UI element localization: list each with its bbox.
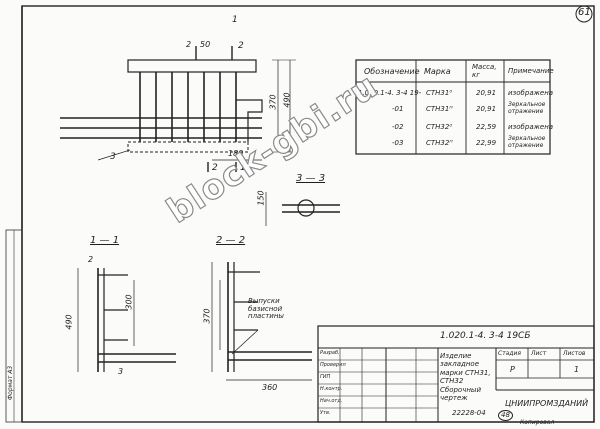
- section-2-2-label: 2 — 2: [216, 235, 246, 246]
- title-block-sheets-label: Листов: [563, 350, 586, 357]
- spec-row-3-mark: СТН32⁰: [426, 123, 453, 131]
- spec-row-4-designation: -03: [392, 139, 404, 147]
- callout-3-section1: 3: [118, 367, 124, 376]
- dim-370: 370: [268, 94, 278, 110]
- spec-row-1-mark: СТН31⁰: [426, 89, 453, 97]
- title-role-4: Н.контр.: [320, 386, 343, 392]
- title-role-5: Нач.отд.: [320, 398, 343, 404]
- spec-row-3-mass: 22,59: [476, 123, 497, 131]
- bottom-circle: 48: [498, 410, 513, 421]
- dim-490-section1: 490: [64, 314, 74, 330]
- title-role-2: Проверил: [320, 362, 346, 368]
- spec-header-mark: Марка: [424, 67, 451, 76]
- title-block-stage-label: Стадия: [498, 350, 522, 357]
- spec-row-1-note: изображена: [508, 89, 554, 97]
- spec-row-2-mark: СТН31ᴴ: [426, 105, 453, 113]
- weld-note: Выпуски базисной пластины: [248, 297, 284, 321]
- title-block-code: 1.020.1-4. 3-4 19СБ: [440, 331, 531, 341]
- dim-490: 490: [282, 92, 292, 108]
- title-role-1: Разраб.: [320, 350, 340, 356]
- dim-50: 50: [200, 40, 211, 49]
- callout-2-section1: 2: [88, 255, 94, 264]
- callout-1-top: 1: [232, 15, 238, 25]
- title-block-sheet-label: Лист: [531, 350, 547, 357]
- spec-row-1-mass: 20,91: [476, 89, 497, 97]
- title-block-grid: [317, 325, 595, 423]
- spec-row-3-designation: -02: [392, 123, 404, 131]
- title-block-description: Изделие закладное марки СТН31, СТН32 Сбо…: [440, 352, 491, 402]
- spec-row-2-mass: 20,91: [476, 105, 497, 113]
- callout-1-bottom: 1: [240, 163, 246, 173]
- spec-row-3-note: изображена: [508, 123, 554, 131]
- spec-row-4-note: Зеркальное отражение: [508, 135, 546, 149]
- spec-row-4-mass: 22,99: [476, 139, 497, 147]
- title-role-6: Утв.: [320, 410, 331, 416]
- dim-370-section2: 370: [202, 308, 212, 324]
- section-2-2-view: [211, 262, 312, 381]
- main-elevation-view: [60, 46, 296, 172]
- section-1-1-view: [77, 268, 176, 372]
- spec-row-2-note: Зеркальное отражение: [508, 101, 546, 115]
- format-note: Формат А3: [7, 365, 14, 400]
- dim-360: 360: [262, 383, 278, 392]
- dim-180: 180: [228, 149, 244, 158]
- spec-header-designation: Обозначение: [364, 67, 420, 76]
- spec-row-1-designation: 1.020.1-4. 3-4 19-: [358, 89, 422, 97]
- page-number-circle: [575, 5, 593, 23]
- callout-2-bottom: 2: [212, 163, 218, 173]
- callout-2-right: 2: [238, 41, 244, 51]
- callout-2-top: 2: [186, 40, 192, 49]
- title-role-3: ГИП: [320, 374, 331, 380]
- dim-300: 300: [124, 294, 134, 310]
- spec-header-mass: Масса, кг: [472, 63, 497, 79]
- page-number: 61: [578, 7, 591, 18]
- section-3-3-label: 3 — 3: [296, 173, 326, 184]
- spec-row-2-designation: -01: [392, 105, 404, 113]
- section-1-1-label: 1 — 1: [90, 235, 120, 246]
- spec-header-note: Примечание: [508, 67, 554, 75]
- title-block-stage: Р: [510, 365, 515, 374]
- dim-150: 150: [256, 190, 266, 206]
- copy-note: Копировал: [520, 419, 555, 426]
- section-3-3-view: [265, 192, 340, 226]
- callout-3-main: 3: [110, 152, 116, 162]
- spec-table-grid: [355, 59, 551, 155]
- spec-row-4-mark: СТН32ᴴ: [426, 139, 453, 147]
- title-block-org: ЦНИИПРОМЗДАНИЙ: [505, 399, 589, 408]
- bottom-code: 22228-04: [452, 409, 486, 417]
- title-block-sheets: 1: [574, 365, 580, 374]
